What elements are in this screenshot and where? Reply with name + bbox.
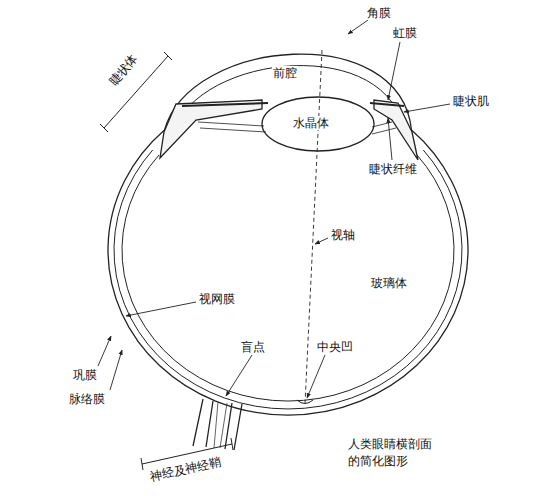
- iris: [182, 103, 268, 106]
- leader-line: [315, 238, 328, 244]
- ciliary-body: [374, 100, 418, 160]
- retina-outline: [122, 155, 454, 401]
- optic-nerve: [214, 402, 227, 448]
- leader-line: [126, 302, 196, 316]
- part-label: 中央凹: [316, 340, 354, 354]
- part-label: 水晶体: [292, 116, 330, 130]
- part-label: 脉络膜: [68, 392, 106, 406]
- part-label: 视网膜: [198, 292, 236, 306]
- lens: [262, 97, 374, 151]
- leader-line: [226, 355, 252, 396]
- caption: 人类眼睛横剖面 的简化图形: [348, 436, 439, 471]
- part-label: 角膜: [366, 6, 392, 20]
- leader-line: [348, 20, 368, 34]
- part-label: 巩膜: [72, 368, 98, 382]
- leader-line: [388, 42, 400, 100]
- sclera-outline: [108, 130, 468, 415]
- choroid-outline: [114, 150, 462, 409]
- leader-line: [98, 336, 111, 366]
- leader-line: [404, 104, 450, 112]
- leader-line: [110, 350, 122, 390]
- optic-nerve: [193, 399, 242, 450]
- part-label: 睫状纤维: [368, 162, 418, 176]
- part-label: 视轴: [330, 228, 356, 242]
- part-label: 睫状体: [106, 51, 141, 89]
- part-label: 睫状肌: [452, 94, 490, 108]
- leader-line: [388, 118, 392, 160]
- part-label: 神经及神经鞘: [148, 455, 223, 484]
- part-label: 盲点: [240, 340, 266, 354]
- leader-line: [307, 355, 325, 398]
- part-label: 前腔: [272, 66, 298, 80]
- part-label: 虹膜: [392, 26, 418, 40]
- iris: [370, 103, 404, 106]
- part-label: 玻璃体: [370, 276, 408, 290]
